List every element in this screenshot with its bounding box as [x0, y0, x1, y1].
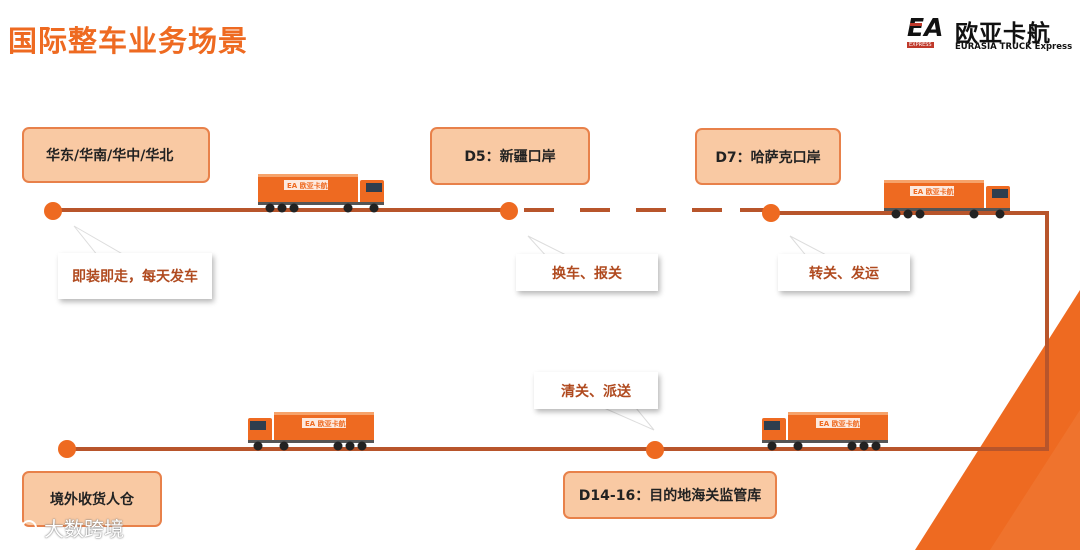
route-dash — [580, 208, 610, 212]
route-dash — [740, 208, 764, 212]
route-dash — [636, 208, 666, 212]
location-d5: D5：新疆口岸 — [430, 127, 590, 185]
route-dot-origin — [44, 202, 62, 220]
route-line-right — [1045, 211, 1049, 451]
location-d7: D7：哈萨克口岸 — [695, 128, 841, 185]
route-dot-d7 — [762, 204, 780, 222]
callout-clear: 清关、派送 — [534, 372, 658, 409]
ea-logo-icon: EA — [907, 14, 943, 40]
brand-logo: EA EXPRESS 欧亚卡航 EURASIA TRUCK Express — [907, 14, 1072, 54]
callout-load-go: 即装即走，每天发车 — [58, 253, 212, 299]
truck-icon: EA 欧亚卡航 — [258, 174, 384, 213]
logo-sub: EXPRESS — [907, 42, 934, 48]
callout-transfer: 换车、报关 — [516, 254, 658, 291]
logo-name-en: EURASIA TRUCK Express — [955, 42, 1073, 52]
page-title: 国际整车业务场景 — [8, 24, 249, 58]
route-dot-d14 — [646, 441, 664, 459]
watermark-logo-icon — [9, 519, 37, 536]
svg-text:EA: EA — [907, 14, 943, 40]
route-dot-d5 — [500, 202, 518, 220]
route-dash — [692, 208, 722, 212]
route-line-bottom — [66, 447, 1049, 451]
truck-icon: EA 欧亚卡航 — [884, 180, 1010, 219]
svg-text:EA 欧亚卡航: EA 欧亚卡航 — [305, 419, 346, 428]
watermark: 大数跨境 — [8, 513, 124, 542]
route-dash — [524, 208, 554, 212]
svg-text:EA 欧亚卡航: EA 欧亚卡航 — [287, 181, 328, 190]
corner-decoration — [915, 290, 1080, 550]
route-dot-warehouse — [58, 440, 76, 458]
truck-icon: EA 欧亚卡航 — [762, 412, 888, 451]
callout-transit: 转关、发运 — [778, 254, 910, 291]
watermark-text: 大数跨境 — [44, 517, 124, 541]
location-origin: 华东/华南/华中/华北 — [22, 127, 210, 183]
callout-tail — [603, 407, 655, 431]
svg-text:EA 欧亚卡航: EA 欧亚卡航 — [913, 187, 954, 196]
location-warehouse: 境外收货人仓 — [22, 471, 162, 527]
location-d14: D14-16：目的地海关监管库 — [563, 471, 777, 519]
logo-name-cn: 欧亚卡航 — [955, 21, 1051, 47]
svg-text:EA 欧亚卡航: EA 欧亚卡航 — [819, 419, 860, 428]
truck-icon: EA 欧亚卡航 — [248, 412, 374, 451]
